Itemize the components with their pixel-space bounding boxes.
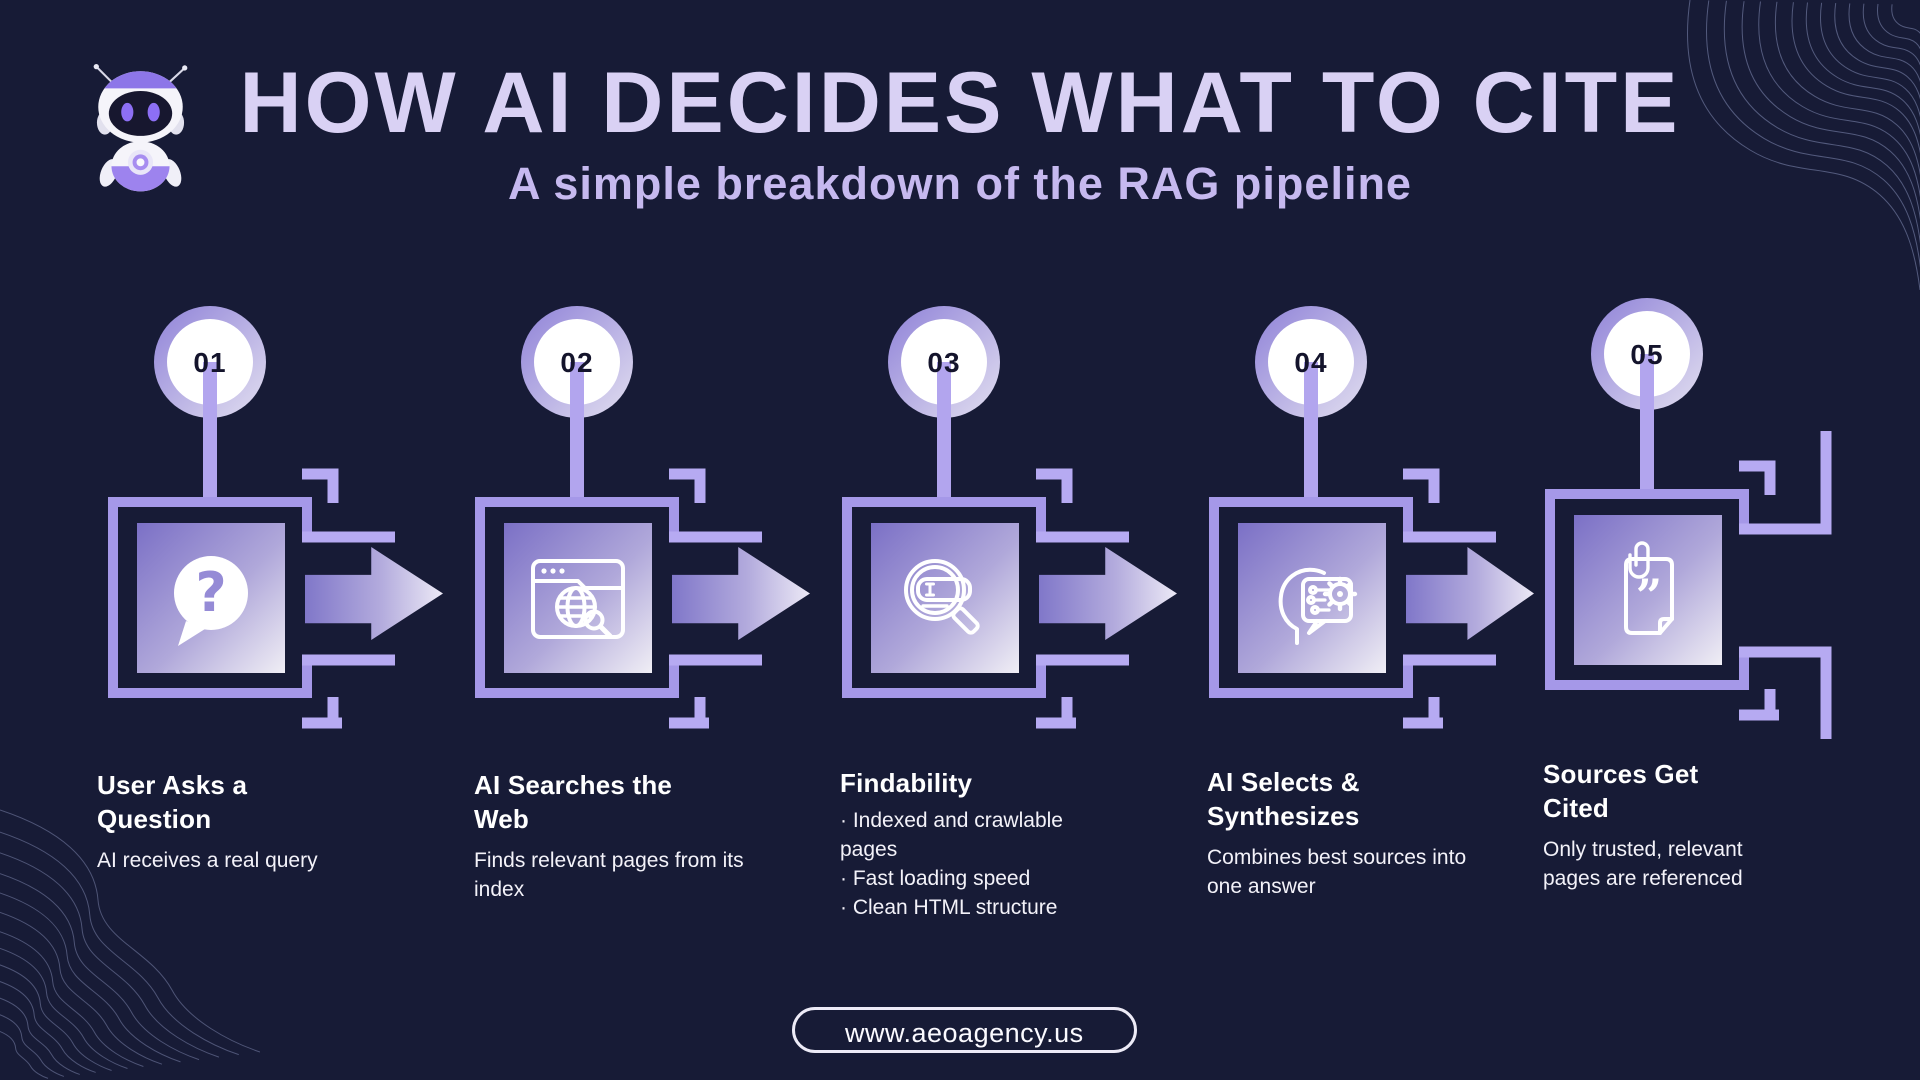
svg-text:”: ” [1636, 569, 1662, 623]
step-number-badge: 01 [193, 347, 227, 378]
step-number-badge: 03 [927, 347, 961, 378]
ai-head-gear-icon [1278, 567, 1358, 645]
corner-brackets [302, 468, 342, 729]
step-2-text: AI Searches the Web Finds relevant pages… [474, 768, 819, 905]
web-search-icon [531, 559, 625, 639]
step-description: AI receives a real query [97, 848, 318, 872]
step-4-text: AI Selects & Synthesizes Combines best s… [1207, 765, 1552, 902]
page-title: HOW AI DECIDES WHAT TO CITE [239, 55, 1681, 151]
step-number-badge: 05 [1630, 339, 1664, 370]
step-5-text: Sources Get Cited Only trusted, relevant… [1543, 757, 1888, 894]
corner-brackets [1403, 468, 1443, 729]
question-bubble-icon: ? [174, 556, 248, 646]
svg-text:?: ? [195, 561, 226, 624]
findability-magnifier-icon [904, 559, 980, 635]
step-5-frame-graphic: ” [1545, 298, 1832, 739]
step-1-frame-graphic: ? [108, 306, 395, 729]
cited-document-icon: ” [1624, 541, 1674, 635]
step-module-3: 03 [837, 295, 1137, 765]
step-2-frame-graphic [475, 306, 762, 729]
step-description: Finds relevant pages from its index [474, 848, 744, 901]
step-module-2: 02 [470, 295, 770, 765]
step-description: Only trusted, relevant pages are referen… [1543, 837, 1743, 890]
step-4-frame-graphic [1209, 306, 1496, 729]
robot-mascot-logo [93, 63, 188, 192]
step-module-5: ” 05 [1540, 287, 1840, 757]
corner-brackets [1036, 468, 1076, 729]
step-number-badge: 02 [560, 347, 594, 378]
step-module-1: ? 01 [103, 295, 403, 765]
corner-brackets [669, 468, 709, 729]
step-title: Findability [840, 768, 973, 798]
step-title: AI Selects & Synthesizes [1207, 767, 1360, 832]
header: HOW AI DECIDES WHAT TO CITE A simple bre… [0, 60, 1920, 210]
step-3-text: Findability · Indexed and crawlable page… [840, 766, 1185, 923]
step-description: Combines best sources into one answer [1207, 845, 1467, 898]
corner-brackets [1739, 460, 1779, 721]
step-number-badge: 04 [1294, 347, 1328, 378]
step-module-4: 04 [1204, 295, 1504, 765]
page-subtitle: A simple breakdown of the RAG pipeline [508, 158, 1412, 209]
step-title: User Asks a Question [97, 770, 248, 835]
connector-stem [203, 362, 217, 502]
step-title: Sources Get Cited [1543, 759, 1699, 824]
website-pill[interactable]: www.aeoagency.us [792, 1007, 1137, 1053]
step-1-text: User Asks a Question AI receives a real … [97, 768, 442, 876]
step-3-frame-graphic [842, 306, 1129, 729]
step-description: · Indexed and crawlable pages · Fast loa… [840, 809, 1063, 920]
step-title: AI Searches the Web [474, 770, 673, 835]
